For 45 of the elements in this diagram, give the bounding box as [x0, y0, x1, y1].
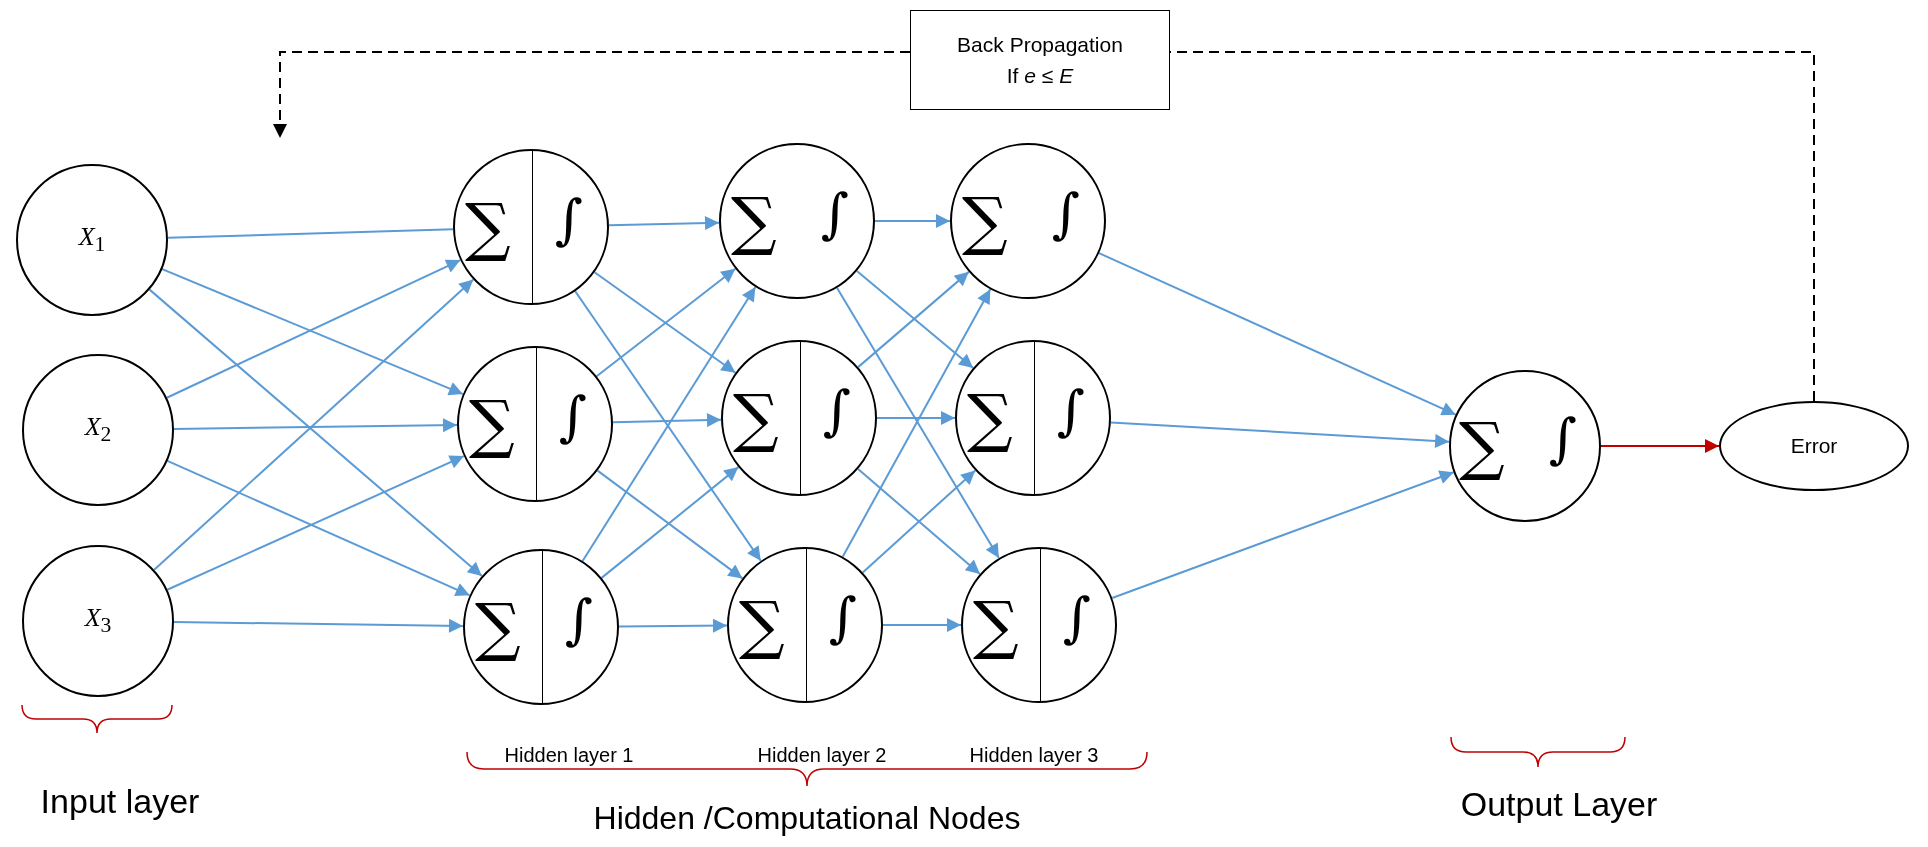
sum-symbol: ∑ — [475, 595, 521, 659]
arrow — [876, 411, 956, 425]
sum-symbol: ∑ — [962, 189, 1008, 253]
integral-symbol: ∫ — [823, 384, 852, 438]
integral-symbol: ∫ — [1052, 187, 1081, 241]
input-label: X$_{2}$ — [84, 412, 112, 448]
node-label: Error — [1790, 434, 1838, 458]
sum-symbol: ∑ — [739, 593, 785, 657]
integral-symbol: ∫ — [559, 390, 588, 444]
sum-symbol: ∑ — [967, 386, 1013, 450]
sum-symbol: ∑ — [733, 386, 779, 450]
dashed-arrow — [273, 51, 911, 139]
arrow — [618, 618, 728, 633]
integral-symbol: ∫ — [1549, 412, 1578, 466]
arrow — [1109, 421, 1451, 448]
integral-symbol: ∫ — [821, 187, 850, 241]
sum-symbol: ∑ — [973, 593, 1019, 657]
input-label: X$_{1}$ — [78, 222, 106, 258]
arrow — [173, 618, 464, 633]
arrow — [173, 418, 458, 433]
sum-symbol: ∑ — [1459, 414, 1505, 478]
back-propagation-box — [910, 10, 1170, 110]
sum-symbol: ∑ — [465, 195, 511, 259]
integral-symbol: ∫ — [555, 193, 584, 247]
integral-symbol: ∫ — [1063, 591, 1092, 645]
arrow — [1111, 470, 1455, 600]
integral-symbol: ∫ — [565, 593, 594, 647]
arrow — [882, 618, 962, 632]
layer-label: Hidden layer 1 — [504, 744, 634, 767]
arrow — [874, 214, 951, 228]
integral-symbol: ∫ — [829, 591, 858, 645]
arrow — [612, 413, 722, 428]
arrow — [1098, 252, 1457, 416]
layer-label: Hidden layer 3 — [969, 744, 1099, 767]
group-label: Hidden /Computational Nodes — [593, 800, 1021, 837]
group-label: Output Layer — [1460, 785, 1658, 824]
group-label: Input layer — [40, 782, 200, 821]
sum-symbol: ∑ — [469, 392, 515, 456]
arrow — [1600, 439, 1720, 453]
sum-symbol: ∑ — [731, 189, 777, 253]
arrow — [608, 216, 720, 231]
layer-label: Hidden layer 2 — [757, 744, 887, 767]
box-label: Back Propagation If e ≤ E — [956, 31, 1124, 89]
integral-symbol: ∫ — [1057, 384, 1086, 438]
input-label: X$_{3}$ — [84, 603, 112, 639]
